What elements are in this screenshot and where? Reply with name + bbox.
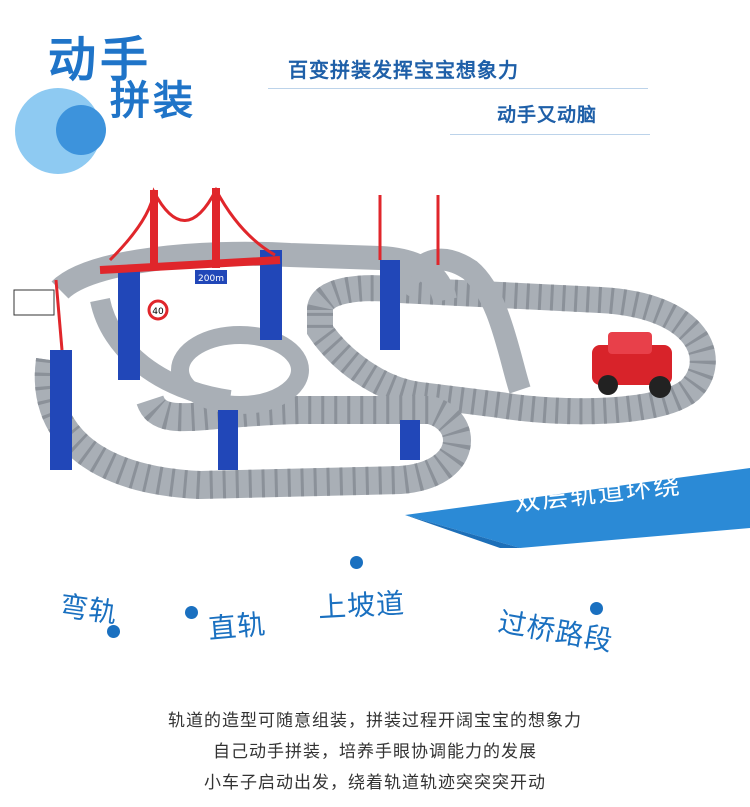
bridge-cable (108, 186, 276, 262)
feature-dot (107, 625, 120, 638)
headline-line1: 动手 (48, 32, 153, 88)
slogan-primary: 百变拼装发挥宝宝想象力 (288, 58, 519, 82)
toy-car-body (592, 345, 672, 385)
feature-label-slope: 上坡道 (317, 586, 406, 625)
pillar (218, 410, 238, 470)
toy-car-wheel (649, 376, 671, 398)
pillar (400, 420, 420, 460)
bridge-tower (150, 190, 158, 270)
speed-limit-text: 40 (152, 307, 164, 317)
slogan-divider-2 (450, 134, 650, 135)
bridge-deck (99, 256, 281, 274)
checkered-flag (13, 289, 55, 316)
feature-label-straight: 直轨 (206, 607, 268, 646)
track-spiral (171, 326, 309, 414)
description-line-1: 轨道的造型可随意组装，拼装过程开阔宝宝的想象力 (168, 711, 582, 731)
bridge-sign (195, 270, 227, 284)
track-lower-loop (34, 358, 471, 500)
pillar (50, 350, 72, 470)
description-line-3: 小车子启动出发，绕着轨道轨迹突突突开动 (204, 773, 546, 793)
toy-car-wheel (598, 375, 618, 395)
decor-circle-dark (56, 105, 106, 155)
description-line-2: 自己动手拼装，培养手眼协调能力的发展 (213, 742, 537, 762)
track-set-illustration: 200m 40 (13, 186, 716, 500)
slogan-secondary: 动手又动脑 (497, 104, 598, 126)
headline-line2: 拼装 (110, 78, 196, 124)
toy-car-roof (608, 332, 652, 354)
slogan-divider (268, 88, 648, 89)
feature-dot (590, 602, 603, 615)
pillar (260, 250, 282, 340)
pillar (118, 270, 140, 380)
feature-dot (185, 606, 198, 619)
bridge-tower (212, 188, 220, 268)
flag-pole (54, 279, 64, 351)
bridge-sign-text: 200m (198, 274, 224, 284)
pillar (380, 260, 400, 350)
feature-dot (350, 556, 363, 569)
speed-limit-sign (147, 299, 169, 321)
track-descent (90, 297, 232, 410)
